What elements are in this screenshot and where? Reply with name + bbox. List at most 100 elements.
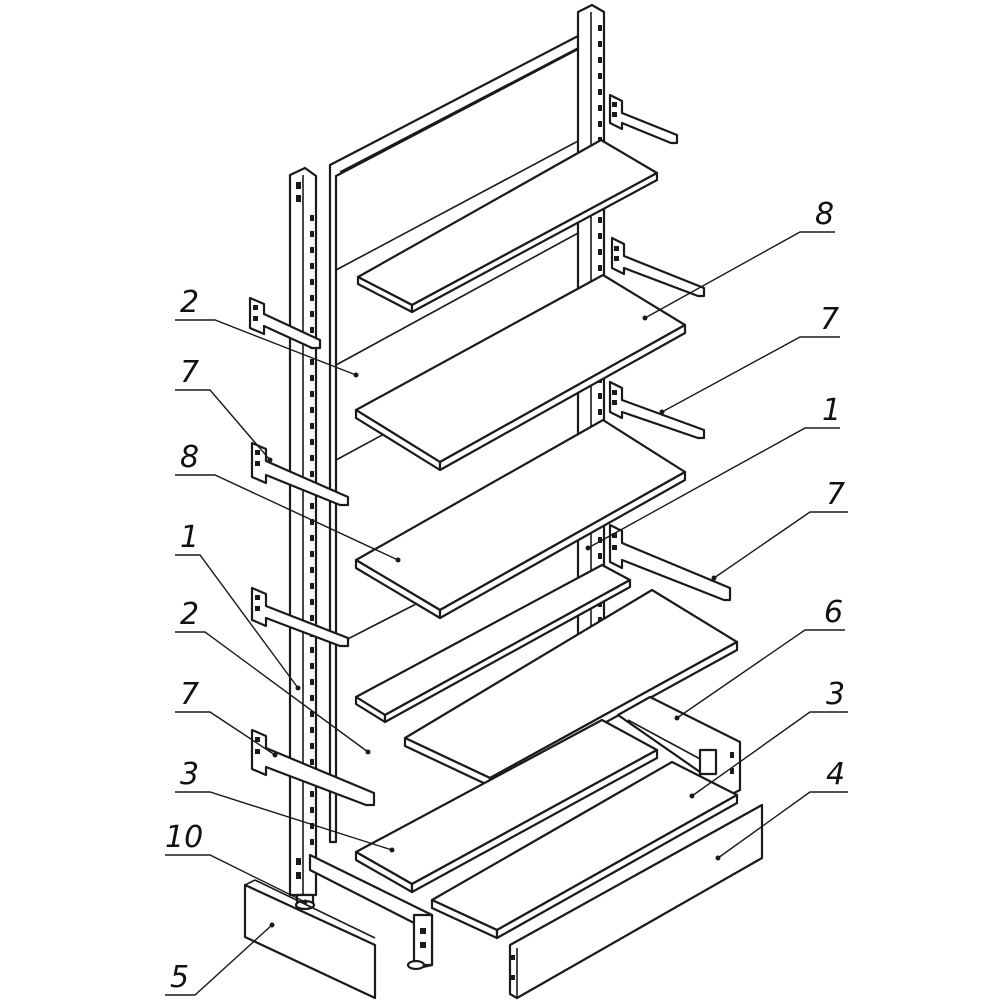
base-shelf-left xyxy=(354,718,659,894)
callout-label: 3 xyxy=(826,677,845,712)
upright-slot xyxy=(598,537,602,543)
upright-slot xyxy=(598,57,602,63)
base-shelf-right xyxy=(430,760,739,940)
front-upright xyxy=(288,166,318,897)
callout-left-5: 5 xyxy=(165,922,275,996)
callout-label: 1 xyxy=(180,520,199,555)
upright-slot xyxy=(310,519,314,525)
upright-slot xyxy=(310,695,314,701)
bracket-right-top xyxy=(608,93,679,145)
upright-slot xyxy=(310,711,314,717)
callout-label: 7 xyxy=(826,477,845,512)
upright-slot xyxy=(598,249,602,255)
upright-slot xyxy=(310,839,314,845)
callout-label: 1 xyxy=(822,393,841,428)
upright-slot xyxy=(310,455,314,461)
callout-label: 5 xyxy=(170,960,189,995)
upright-slot xyxy=(598,89,602,95)
shelf-2 xyxy=(354,273,687,472)
upright-slot xyxy=(598,393,602,399)
bracket-right-3 xyxy=(608,380,706,440)
upright-slot xyxy=(598,409,602,415)
callout-label: 10 xyxy=(165,820,203,855)
callout-label: 2 xyxy=(180,597,199,632)
callout-right-4: 4 xyxy=(715,757,848,861)
base-bracket xyxy=(294,853,434,971)
upright-slot xyxy=(310,231,314,237)
upright-slot xyxy=(598,233,602,239)
callout-label: 7 xyxy=(820,302,839,337)
upright-slot xyxy=(310,679,314,685)
upright-slot xyxy=(310,423,314,429)
callout-right-3: 3 xyxy=(689,677,848,799)
upright-slot xyxy=(310,327,314,333)
upright-slot xyxy=(310,263,314,269)
upright-slot xyxy=(310,727,314,733)
upright-slot xyxy=(310,823,314,829)
callout-left-1: 1 xyxy=(175,520,301,691)
upright-slot xyxy=(310,599,314,605)
bracket-right-2 xyxy=(610,236,706,298)
upright-slot xyxy=(310,471,314,477)
upright-slot xyxy=(310,583,314,589)
shelf-4-back xyxy=(354,563,632,724)
upright-slot xyxy=(310,663,314,669)
callout-right-7-lower: 7 xyxy=(711,477,848,581)
upright-slot xyxy=(310,279,314,285)
upright-slot xyxy=(310,295,314,301)
upright-slot xyxy=(310,791,314,797)
upright-slot xyxy=(598,217,602,223)
upright-slot xyxy=(310,215,314,221)
upright-slot xyxy=(598,553,602,559)
callout-label: 2 xyxy=(180,285,199,320)
upright-slot xyxy=(310,743,314,749)
upright-slot xyxy=(598,41,602,47)
upright-slot xyxy=(310,407,314,413)
upright-slot xyxy=(310,359,314,365)
callout-left-7-upper: 7 xyxy=(175,355,273,463)
callout-left-2-upper: 2 xyxy=(175,285,359,378)
callout-left-8: 8 xyxy=(175,440,401,563)
callout-right-1: 1 xyxy=(585,393,841,551)
shelf-top xyxy=(356,138,659,314)
upright-slot xyxy=(598,265,602,271)
upright-slot xyxy=(310,551,314,557)
shelf-3 xyxy=(354,418,687,620)
callout-left-3: 3 xyxy=(175,757,395,853)
upright-slot xyxy=(310,439,314,445)
upright-slot xyxy=(310,647,314,653)
upright-slot xyxy=(598,73,602,79)
upright-slot xyxy=(310,311,314,317)
bracket-left-4 xyxy=(250,728,376,807)
callout-label: 4 xyxy=(826,757,845,792)
upright-slot xyxy=(598,105,602,111)
callout-label: 7 xyxy=(180,677,199,712)
callout-label: 3 xyxy=(180,757,199,792)
callout-left-7-lower: 7 xyxy=(175,677,278,758)
callout-right-8: 8 xyxy=(642,197,835,321)
kick-plate-front xyxy=(508,803,764,1000)
upright-slot xyxy=(598,121,602,127)
callout-label: 8 xyxy=(815,197,834,232)
kick-plate-side xyxy=(243,879,377,1000)
upright-slot xyxy=(598,25,602,31)
upright-slot xyxy=(310,391,314,397)
upright-slot xyxy=(310,615,314,621)
upright-slot xyxy=(310,503,314,509)
callout-right-7-upper: 7 xyxy=(659,302,840,415)
callout-label: 8 xyxy=(180,440,199,475)
callout-label: 6 xyxy=(824,595,843,630)
bracket-right-4 xyxy=(608,523,732,602)
upright-slot xyxy=(310,375,314,381)
callout-left-2-lower: 2 xyxy=(175,597,371,755)
callout-label: 7 xyxy=(180,355,199,390)
callout-left-10: 10 xyxy=(165,820,308,905)
upright-slot xyxy=(310,535,314,541)
upright-slot xyxy=(310,807,314,813)
upright-slot xyxy=(310,759,314,765)
callout-right-6: 6 xyxy=(674,595,845,721)
upright-slot xyxy=(310,247,314,253)
bracket-left-1 xyxy=(248,296,322,350)
bracket-left-3 xyxy=(250,586,350,648)
